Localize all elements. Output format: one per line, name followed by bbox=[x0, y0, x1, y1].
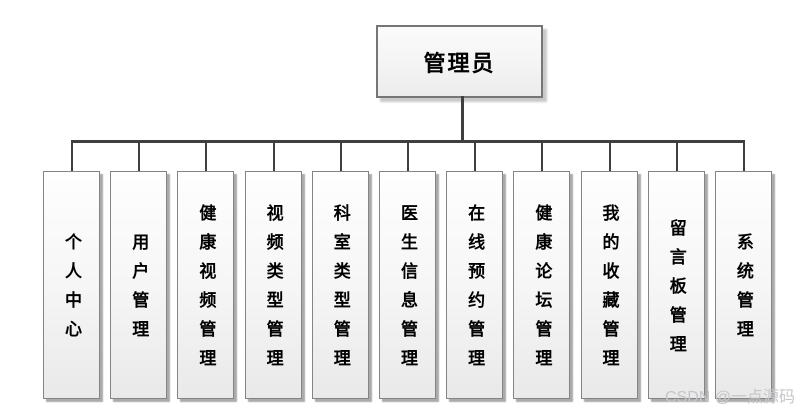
node-box: 视频类型管理 bbox=[244, 171, 302, 399]
node-message-board-management: 留言板管理 bbox=[647, 140, 706, 400]
node-label: 个人中心 bbox=[62, 233, 81, 349]
node-health-video-management: 健康视频管理 bbox=[177, 140, 235, 400]
connector-stub bbox=[205, 140, 208, 172]
connector-trunk bbox=[461, 96, 464, 141]
node-box: 用户管理 bbox=[110, 171, 168, 399]
node-label: 健康论坛管理 bbox=[532, 204, 552, 378]
node-video-type-management: 视频类型管理 bbox=[244, 140, 303, 400]
node-box: 健康视频管理 bbox=[177, 171, 235, 399]
node-doctor-info-management: 医生信息管理 bbox=[378, 140, 437, 400]
connector-stub bbox=[272, 140, 275, 172]
watermark: CSDN @一点源码 bbox=[664, 389, 795, 406]
node-box: 科室类型管理 bbox=[311, 171, 369, 399]
node-box: 健康论坛管理 bbox=[513, 171, 571, 399]
node-box: 在线预约管理 bbox=[446, 171, 504, 399]
node-label: 我的收藏管理 bbox=[599, 204, 619, 378]
connector-stub bbox=[541, 140, 544, 172]
connector-stub bbox=[608, 140, 611, 172]
connector-stub bbox=[339, 140, 342, 172]
node-label: 用户管理 bbox=[129, 233, 149, 349]
node-system-management: 系统管理 bbox=[714, 140, 773, 400]
node-box: 医生信息管理 bbox=[378, 171, 436, 399]
node-label: 在线预约管理 bbox=[465, 204, 485, 378]
node-admin: 管理员 bbox=[376, 25, 543, 98]
node-label: 视频类型管理 bbox=[263, 204, 283, 378]
node-my-favorites-management: 我的收藏管理 bbox=[580, 140, 639, 400]
connector-stub bbox=[675, 140, 678, 172]
connector-stub bbox=[474, 140, 477, 172]
connector-stub bbox=[406, 140, 409, 172]
node-label: 医生信息管理 bbox=[397, 204, 417, 378]
children-row: 个人中心 用户管理 健康视频管理 视频类型管理 科室类型管理 bbox=[43, 140, 773, 400]
node-box: 我的收藏管理 bbox=[580, 171, 638, 399]
node-health-forum-management: 健康论坛管理 bbox=[513, 140, 571, 400]
node-online-appointment-management: 在线预约管理 bbox=[446, 140, 504, 400]
node-department-type-management: 科室类型管理 bbox=[311, 140, 370, 400]
connector-stub bbox=[742, 140, 745, 172]
node-label: 系统管理 bbox=[733, 233, 753, 349]
node-box: 个人中心 bbox=[43, 171, 100, 399]
node-box: 系统管理 bbox=[714, 171, 772, 399]
node-label: 健康视频管理 bbox=[196, 204, 216, 378]
node-label: 留言板管理 bbox=[666, 218, 686, 364]
node-label: 科室类型管理 bbox=[330, 204, 350, 378]
connector-stub bbox=[71, 140, 73, 172]
connector-stub bbox=[138, 140, 141, 172]
node-box: 留言板管理 bbox=[647, 171, 705, 399]
node-user-management: 用户管理 bbox=[110, 140, 168, 400]
node-admin-label: 管理员 bbox=[423, 50, 496, 76]
node-personal-center: 个人中心 bbox=[43, 140, 101, 400]
